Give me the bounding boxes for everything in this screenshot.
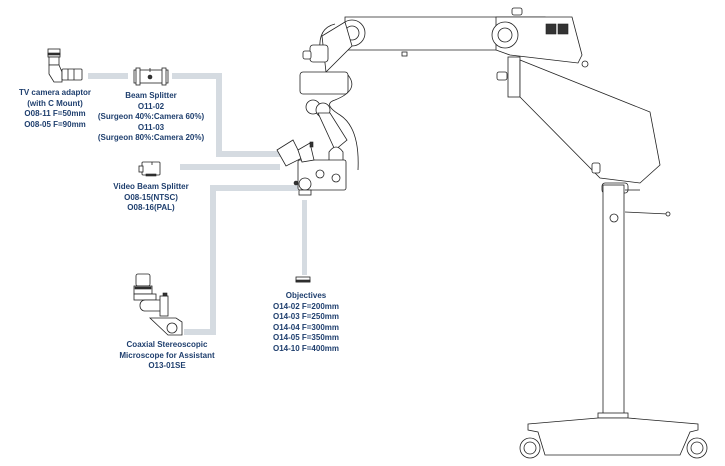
pivot-column: [507, 56, 521, 98]
column-base: [597, 412, 629, 419]
label-line: O08-15(NTSC): [124, 192, 178, 202]
caster-left: [519, 437, 541, 459]
connector-splitter-top: [172, 73, 222, 79]
label-line: O08-11 F=50mm: [24, 109, 86, 118]
connector-assistant-horizontal: [210, 185, 298, 191]
beam-splitter-icon: [133, 67, 169, 86]
connector-splitter-vertical: [216, 73, 222, 157]
assistant-microscope-icon: [133, 273, 183, 336]
label-line: (with C Mount): [27, 98, 83, 108]
label-line: (Surgeon 80%:Camera 20%): [97, 133, 205, 142]
connector-objectives: [302, 200, 307, 275]
caster-right: [686, 437, 708, 459]
label-line: O14-04 F=300mm: [272, 322, 340, 332]
camera-adaptor-icon: [47, 48, 83, 83]
label-line: Objectives: [285, 291, 327, 300]
label-line: O14-05 F=350mm: [272, 333, 340, 342]
label-line: O11-02: [137, 101, 165, 111]
label-assistant-microscope: Coaxial Stereoscopic Microscope for Assi…: [112, 340, 222, 372]
label-line: O11-03: [137, 122, 165, 132]
label-line: Microscope for Assistant: [119, 350, 215, 360]
stand-base: [527, 417, 699, 456]
surgical-microscope: [276, 7, 708, 459]
label-video-beam-splitter: Video Beam Splitter O08-15(NTSC) O08-16(…: [105, 182, 197, 214]
video-beam-splitter-icon: [138, 161, 161, 177]
label-line: O14-03 F=250mm: [272, 312, 340, 321]
objective-lens-icon: [295, 276, 311, 283]
label-objectives: Objectives O14-02 F=200mm O14-03 F=250mm…: [266, 291, 346, 354]
label-line: O14-02 F=200mm: [272, 301, 340, 311]
label-line: (Surgeon 40%:Camera 60%): [97, 112, 205, 121]
connector-assistant-vertical: [210, 185, 216, 335]
label-line: TV camera adaptor: [18, 88, 92, 97]
focus-housing: [299, 71, 349, 95]
label-beam-splitter: Beam Splitter O11-02 (Surgeon 40%:Camera…: [95, 91, 207, 144]
label-line: Coaxial Stereoscopic: [126, 340, 208, 349]
connector-lines: [88, 73, 307, 335]
label-line: Beam Splitter: [125, 91, 177, 100]
label-line: O08-05 F=90mm: [24, 119, 86, 129]
label-line: O14-10 F=400mm: [272, 343, 340, 353]
connector-splitter-to-scope: [216, 151, 280, 157]
label-line: O08-16(PAL): [127, 203, 175, 212]
label-tv-camera-adaptor: TV camera adaptor (with C Mount) O08-11 …: [10, 88, 100, 130]
connector-video-to-scope: [180, 164, 280, 170]
label-line: Video Beam Splitter: [113, 182, 189, 191]
connector-tv-to-splitter: [88, 73, 128, 79]
label-line: O13-01SE: [148, 361, 186, 370]
connector-assistant-bottom: [184, 329, 216, 335]
counterbalance-arm: [519, 59, 661, 184]
